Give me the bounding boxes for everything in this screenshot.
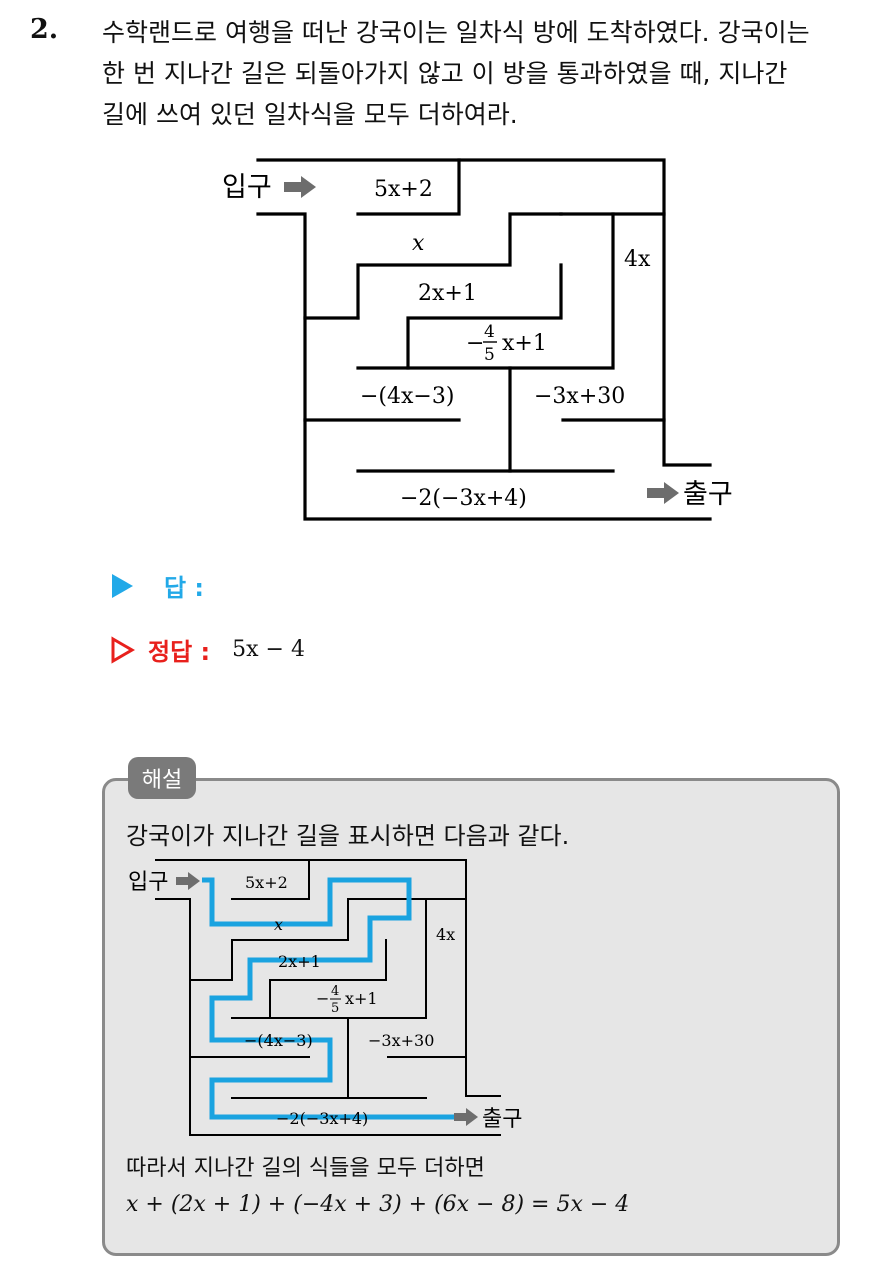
solution-path [202, 877, 458, 1120]
solution-label-frac-den: 5 [331, 1001, 339, 1016]
solution-entrance-label: 입구 [128, 870, 168, 895]
solution-conclusion: 따라서 지나간 길의 식들을 모두 더하면 [126, 1156, 485, 1181]
maze-label-x: x [412, 231, 425, 256]
solution-label-frac-num: 4 [331, 984, 339, 999]
correct-answer-value: 5x − 4 [232, 637, 305, 662]
maze-label-frac-den: 5 [484, 345, 495, 365]
maze-walls [256, 158, 712, 521]
solution-label-frac-sign: − [316, 989, 329, 1008]
answer-row: 답 : [110, 568, 204, 603]
solution-label-2x+1: 2x+1 [278, 952, 321, 971]
play-triangle-icon [112, 573, 133, 598]
solution-tab: 해설 [128, 757, 196, 799]
exit-label: 출구 [683, 479, 733, 510]
solution-label-frac-rest: x+1 [345, 989, 378, 1008]
problem-line: 길에 쓰여 있던 일차식을 모두 더하여라. [102, 100, 518, 129]
entrance-label: 입구 [222, 172, 272, 203]
maze-label-frac-rest: x+1 [502, 331, 547, 356]
problem-line: 수학랜드로 여행을 떠난 강국이는 일차식 방에 도착하였다. 강국이는 [102, 18, 810, 47]
solution-maze-labels: 5x+2 x 4x 2x+1 − 4 5 x+1 −(4x−3) −3x+30 … [244, 873, 455, 1128]
solution-label-neg2: −2(−3x+4) [276, 1109, 368, 1128]
entrance-arrow-icon [284, 176, 316, 198]
maze-label-frac-sign: − [466, 331, 484, 356]
exit-arrow-icon [647, 482, 679, 504]
solution-label-5x+2: 5x+2 [245, 873, 288, 892]
problem-line: 한 번 지나간 길은 되돌아가지 않고 이 방을 통과하였을 때, 지나간 [102, 59, 788, 88]
solution-exit-label: 출구 [482, 1107, 522, 1132]
correct-answer-label: 정답 : [148, 638, 211, 666]
solution-label-4x: 4x [436, 925, 455, 944]
problem-number: 2. [30, 14, 59, 45]
maze-label-4x: 4x [624, 247, 651, 272]
maze-label-neg2: −2(−3x+4) [400, 486, 527, 511]
solution-entrance-arrow-icon [176, 872, 200, 890]
correct-answer-row: 정답 : 5x − 4 [110, 632, 305, 667]
solution-label-x: x [274, 915, 283, 934]
answer-label: 답 : [164, 574, 205, 602]
maze-label-neg-4x-3: −(4x−3) [360, 384, 454, 409]
solution-equation: x + (2x + 1) + (−4x + 3) + (6x − 8) = 5x… [126, 1192, 630, 1217]
solution-intro: 강국이가 지나간 길을 표시하면 다음과 같다. [126, 822, 570, 850]
solution-label-neg-4x-3: −(4x−3) [244, 1031, 313, 1050]
maze-labels: 5x+2 x 4x 2x+1 − 4 5 x+1 −(4x−3) −3x+30 … [360, 177, 651, 511]
maze-label-neg-3x+30: −3x+30 [534, 384, 625, 409]
solution-box [102, 778, 840, 1256]
solution-label-neg-3x+30: −3x+30 [368, 1031, 434, 1050]
solution-exit-arrow-icon [454, 1108, 478, 1126]
maze-label-frac-num: 4 [484, 322, 495, 342]
solution-maze-walls [155, 859, 501, 1136]
problem-text: 수학랜드로 여행을 떠난 강국이는 일차식 방에 도착하였다. 강국이는 한 번… [102, 12, 872, 135]
outline-triangle-icon [111, 635, 135, 664]
maze-label-5x+2: 5x+2 [374, 177, 433, 202]
maze-label-2x+1: 2x+1 [418, 281, 477, 306]
